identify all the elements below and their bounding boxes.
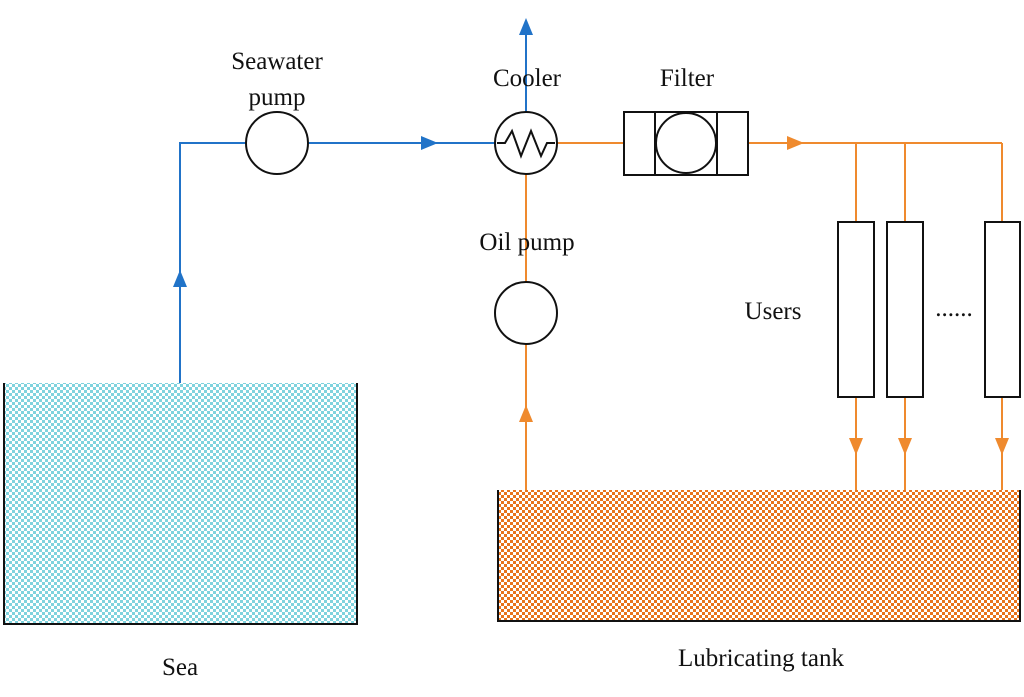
seawater-pump-label-line2: pump	[249, 84, 306, 111]
filter-icon	[623, 111, 749, 176]
oil-flow-arrow-right	[787, 136, 804, 150]
oil-pump-label: Oil pump	[479, 229, 574, 256]
seawater-pump-label-line1: Seawater	[231, 48, 323, 75]
oil-flow-arrow-up	[519, 405, 533, 422]
cooler-coil	[497, 128, 555, 159]
sea-tank	[3, 383, 358, 625]
filter-element	[655, 112, 717, 174]
seawater-circuit	[179, 30, 527, 383]
seawater-flow-arrow-up	[173, 270, 187, 287]
user-box-2	[886, 221, 924, 398]
lubricating-tank-fill	[498, 490, 1020, 621]
sea-fill	[4, 383, 357, 624]
lubricating-tank-walls	[497, 490, 1021, 622]
heat-exchanger-icon	[494, 111, 558, 175]
filter-label: Filter	[660, 65, 715, 92]
cooler-label: Cooler	[493, 65, 562, 92]
seawater-arrows	[173, 18, 533, 287]
oil-return-arrow-2	[898, 438, 912, 455]
sea-tank-walls	[3, 383, 358, 625]
users-label: Users	[745, 298, 802, 325]
seawater-intake-line	[179, 142, 246, 383]
seawater-flow-arrow-right	[421, 136, 438, 150]
sea-label: Sea	[162, 654, 198, 681]
oil-return-arrow-1	[849, 438, 863, 455]
pump-circle-icon	[245, 111, 309, 175]
lubricating-tank-label: Lubricating tank	[678, 645, 844, 672]
seawater-discharge-arrow	[519, 18, 533, 35]
user-box-n	[984, 221, 1021, 398]
users-ellipsis: ......	[935, 295, 973, 322]
oil-arrows	[519, 136, 1009, 455]
oil-return-arrow-n	[995, 438, 1009, 455]
users-group	[837, 221, 1021, 398]
user-box-1	[837, 221, 875, 398]
lubricating-tank	[497, 490, 1021, 622]
pump-circle-icon	[494, 281, 558, 345]
